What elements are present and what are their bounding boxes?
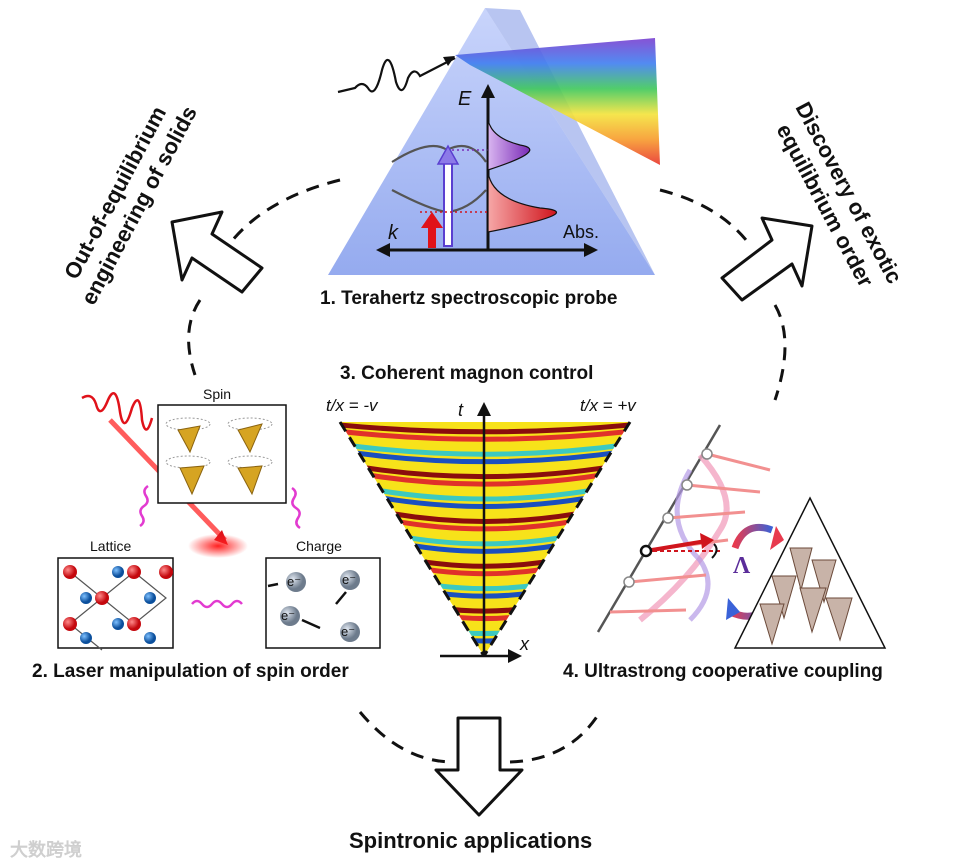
wavy-arrow-spin-charge (291, 486, 301, 530)
watermark: 大数跨境 (10, 840, 82, 860)
red-spin-arrow (645, 539, 707, 553)
cycle-arrow-top (731, 523, 774, 550)
prism-panel (328, 8, 660, 275)
rainbow-beam (455, 38, 660, 165)
cycle-arcs (187, 178, 787, 764)
caption-coupling: 4. Ultrastrong cooperative coupling (563, 661, 883, 682)
lambda-symbol: Λ (733, 553, 751, 579)
lightcone-right-label: t/x = +v (580, 396, 636, 415)
laser-panel (57, 392, 381, 651)
thz-pulse-icon (337, 57, 456, 94)
electrons (267, 570, 360, 642)
k-axis-label: k (388, 222, 398, 244)
spin-wave-pink (638, 453, 730, 623)
coupling-panel (596, 424, 887, 649)
k-axis-arrow-left (376, 243, 390, 257)
e-axis-arrow (481, 84, 495, 98)
absorption-peak-purple (487, 119, 531, 171)
x-axis-arrow (508, 649, 522, 663)
caption-magnon: 3. Coherent magnon control (340, 363, 594, 384)
charge-box (265, 557, 381, 649)
caption-laser: 2. Laser manipulation of spin order (32, 661, 349, 682)
absorption-peak-red (487, 171, 558, 233)
spin-cone-cluster (759, 547, 853, 646)
caption-probe: 1. Terahertz spectroscopic probe (320, 288, 618, 309)
laser-spot (188, 534, 248, 558)
electron-label-2: e⁻ (342, 572, 357, 587)
x-axis-label: x (520, 634, 529, 654)
abs-axis-label: Abs. (563, 222, 600, 242)
t-axis-arrow (477, 402, 491, 416)
spin-label: Spin (203, 386, 232, 402)
spin-chain-line (596, 424, 722, 633)
lattice-label: Lattice (90, 538, 132, 554)
purple-transition-arrow (436, 144, 460, 165)
spin-cones (165, 417, 273, 496)
red-transition-arrow (421, 212, 443, 228)
spin-sites (623, 448, 713, 588)
wavy-arrow-spin-lattice (139, 484, 149, 528)
t-axis-label: t (458, 400, 464, 420)
lattice-structure (63, 565, 173, 651)
charge-label: Charge (296, 538, 342, 554)
spintronic-applications-label: Spintronic applications (349, 828, 593, 853)
lightcone-left-label: t/x = -v (326, 396, 378, 415)
right-hollow-arrow (720, 216, 814, 302)
theta-angle (711, 543, 718, 559)
wavy-arrow-lattice-charge (191, 599, 243, 609)
bottom-hollow-arrow (434, 716, 524, 817)
abs-axis-arrow-right (584, 243, 598, 257)
laser-pulse-icon (81, 392, 154, 431)
e-axis-label: E (458, 88, 472, 110)
spin-box (157, 404, 287, 504)
electron-label-3: e⁻ (281, 608, 296, 623)
left-hollow-arrow (170, 210, 264, 294)
electron-label-4: e⁻ (341, 624, 356, 639)
electron-label-1: e⁻ (287, 574, 302, 589)
spin-wave-purple (674, 468, 711, 622)
